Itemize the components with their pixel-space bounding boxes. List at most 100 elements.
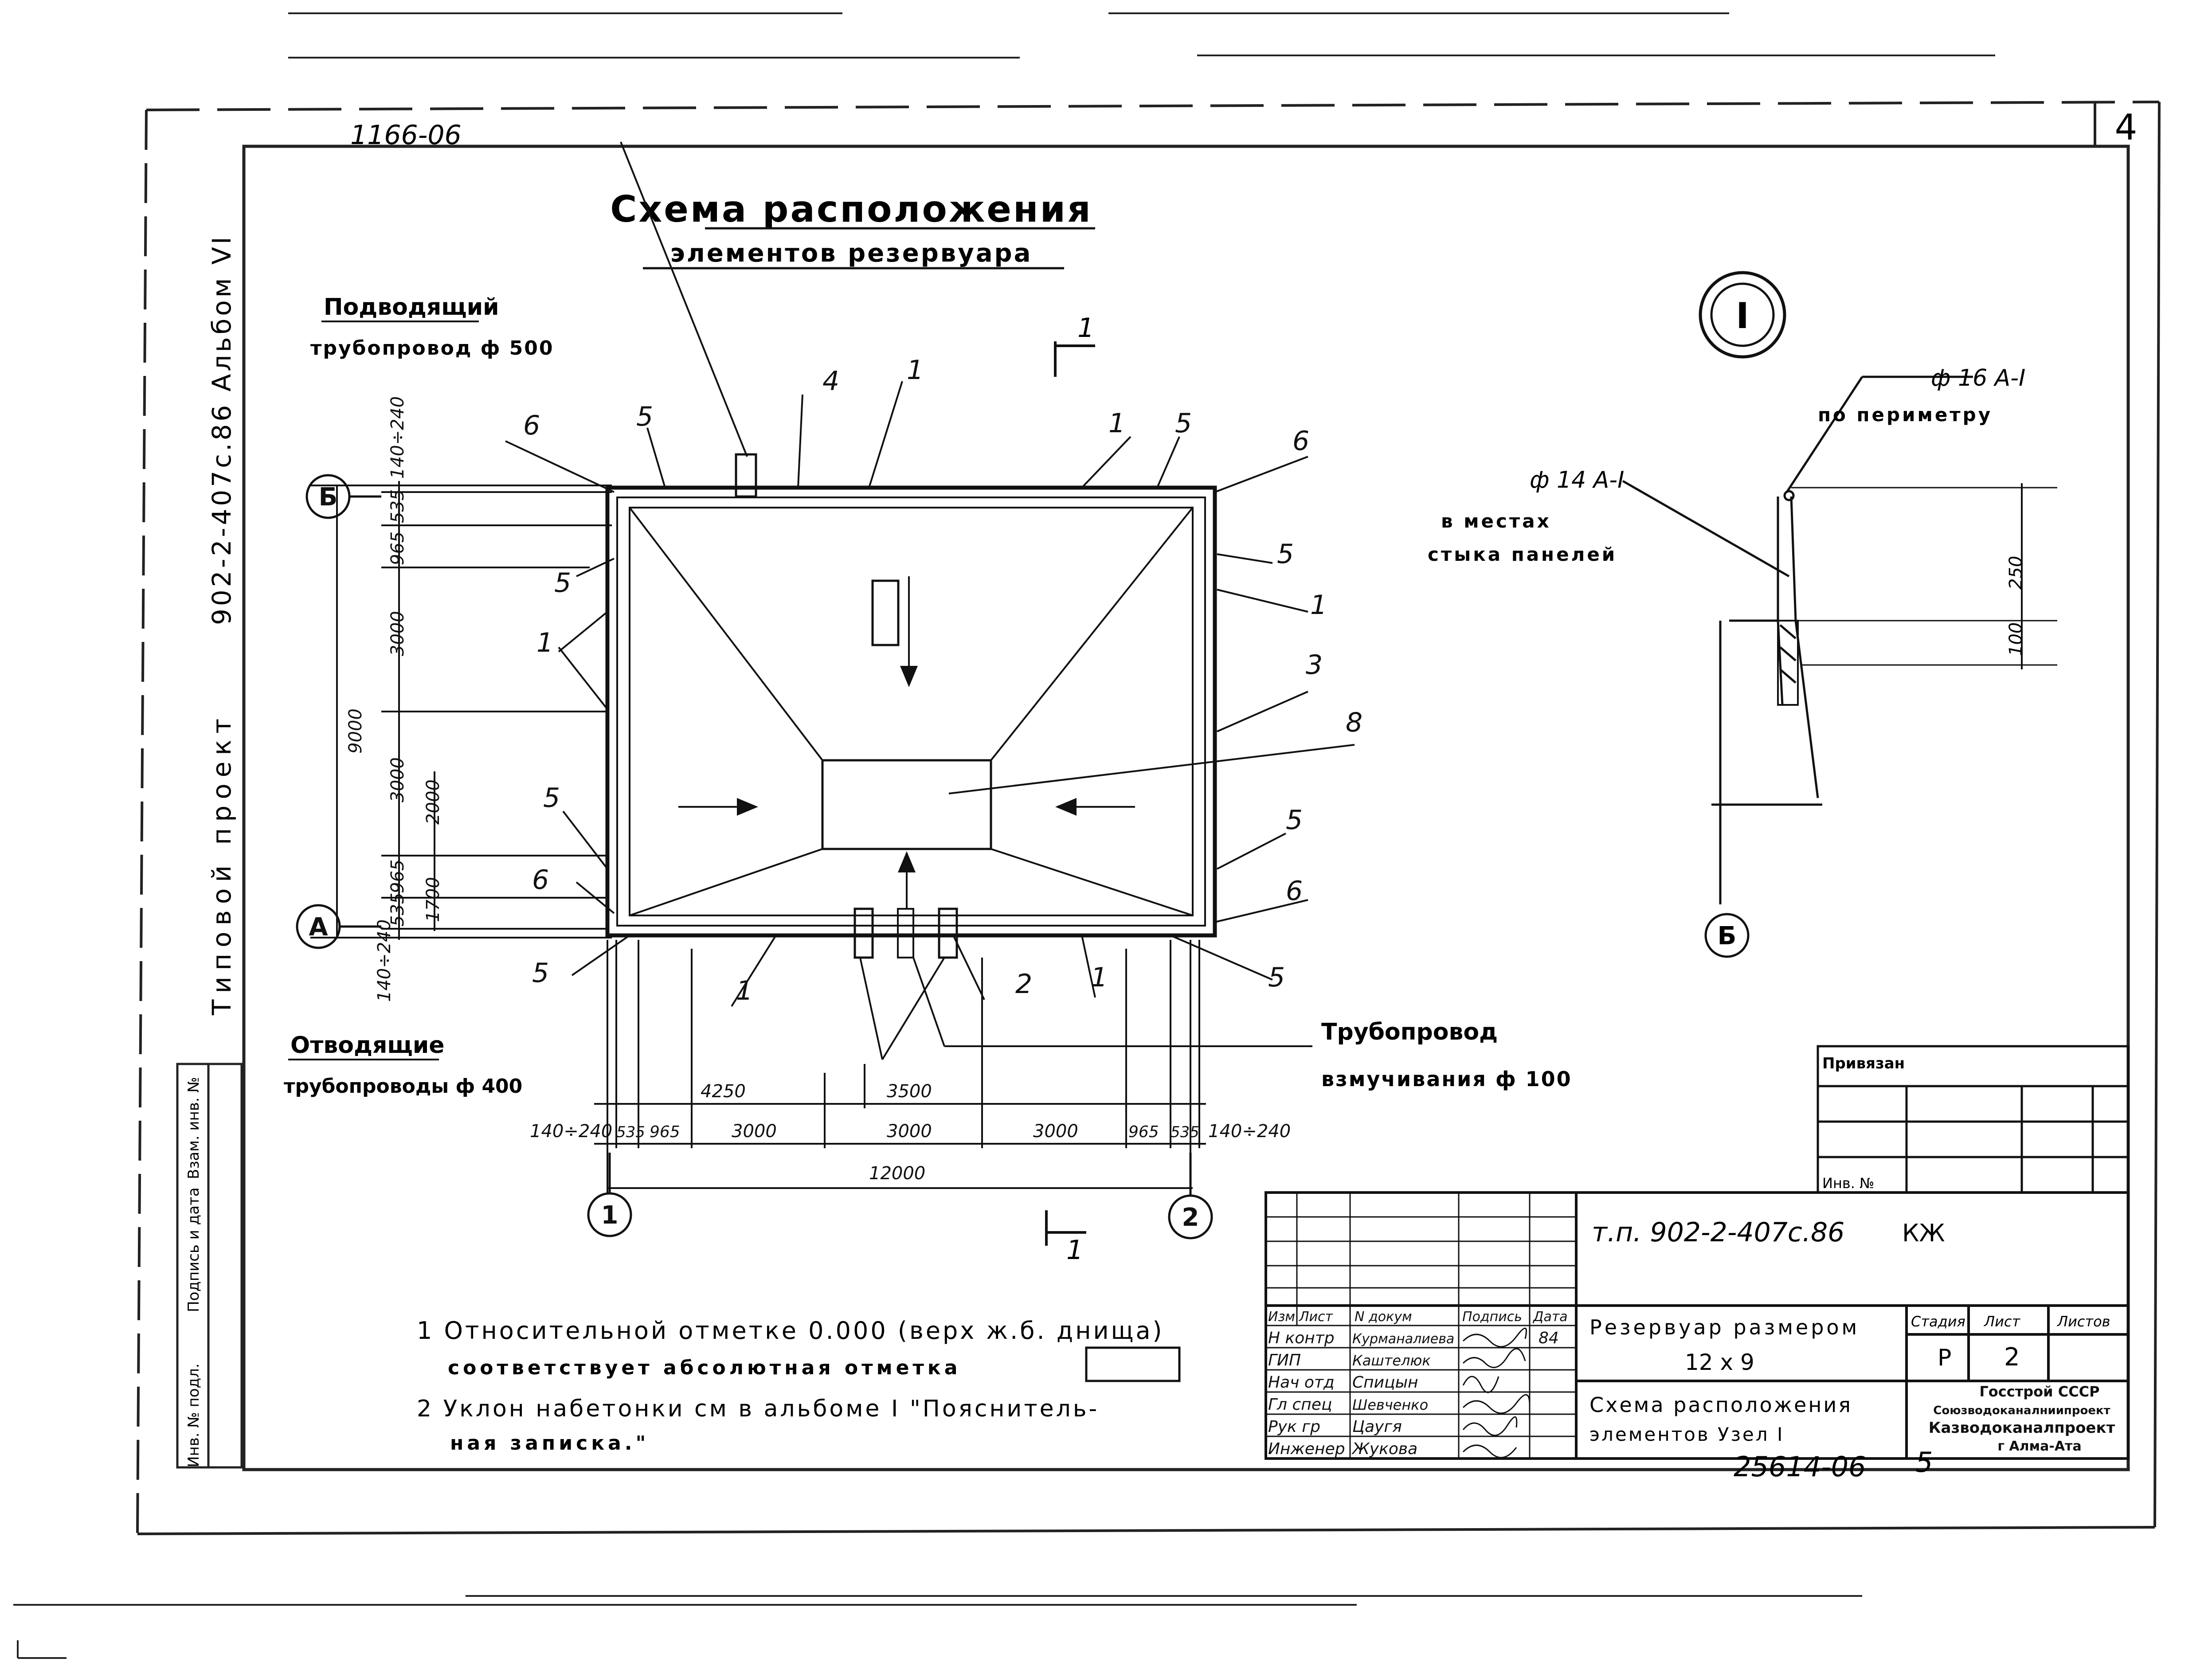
node-detail <box>1622 271 2057 958</box>
left-inner-1: 2000 <box>423 779 443 825</box>
axis-row-top: Б <box>319 483 338 512</box>
stamp-sheet-hdr: Лист <box>1984 1313 2020 1330</box>
archive-sheet: 5 <box>1915 1446 1933 1478</box>
scan-marks <box>13 12 1995 1659</box>
axis-col-right: 2 <box>1182 1203 1199 1232</box>
bottom-dim-8: 535 <box>1171 1123 1199 1141</box>
pos-4: 4 <box>822 366 839 397</box>
note-1b: соответствует абсолютная отметка <box>448 1357 961 1379</box>
agitation-pipe-line2: взмучивания ф 100 <box>1321 1067 1572 1091</box>
bottom-dim-total: 12000 <box>869 1163 925 1184</box>
node-rebar-mid-note1: в местах <box>1441 510 1551 532</box>
bottom-dim-7: 965 <box>1128 1123 1159 1141</box>
stamp-role-4: Гл спец <box>1268 1396 1332 1414</box>
binding-inv: Инв. № <box>1822 1175 1874 1192</box>
stamp-object-line2: 12 x 9 <box>1685 1349 1754 1375</box>
stamp-role-3: Нач отд <box>1268 1373 1335 1392</box>
pos-6: 6 <box>1286 876 1303 907</box>
stamp-org-4: г Алма-Ата <box>1997 1439 2081 1454</box>
pos-1: 1 <box>1310 590 1327 621</box>
side-col-3: Взам. инв. № <box>185 1077 203 1179</box>
left-dim-2: 535 <box>388 489 408 523</box>
left-dim-4: 3000 <box>388 611 408 656</box>
bottom-dim-9: 140÷240 <box>1208 1121 1291 1142</box>
stamp-object-line1: Резервуар размером <box>1590 1315 1860 1339</box>
axis-row-bottom: А <box>309 913 328 942</box>
stamp-name-2: Каштелюк <box>1352 1352 1431 1369</box>
stamp-hdr-izm: Изм <box>1268 1309 1295 1325</box>
absolute-mark-box <box>1085 1346 1181 1382</box>
bottom-dim-6: 3000 <box>1033 1121 1078 1142</box>
stamp-name-3: Спицын <box>1352 1373 1418 1392</box>
left-dim-3: 965 <box>388 532 408 565</box>
side-col-2: Подпись и дата <box>185 1187 203 1312</box>
binding-box <box>1817 1045 2130 1194</box>
left-dim-8: 140÷240 <box>374 919 395 1002</box>
pos-6: 6 <box>1292 426 1309 457</box>
stamp-org-3: Казводоканалпроект <box>1929 1419 2115 1437</box>
section-marks <box>1045 341 1095 1246</box>
stamp-name-6: Жукова <box>1351 1440 1417 1458</box>
section-mark-bottom: 1 <box>1066 1235 1083 1266</box>
pos-5: 5 <box>1286 805 1303 836</box>
pos-5: 5 <box>543 782 560 813</box>
left-dim-6: 965 <box>388 860 408 893</box>
pos-1: 1 <box>1108 408 1125 439</box>
node-rebar-top: ф 16 А-I <box>1931 365 2025 391</box>
stamp-sheet-line2: элементов Узел I <box>1590 1423 1784 1445</box>
bottom-dim-5: 3000 <box>887 1121 932 1142</box>
outlet-pipe-line2: трубопроводы ф 400 <box>284 1075 522 1098</box>
drawing-title-line1: Схема расположения <box>610 188 1092 231</box>
position-leaders <box>505 141 1355 1060</box>
bottom-upper-1: 4250 <box>701 1081 746 1102</box>
drawing-title-line2: элементов резервуара <box>670 239 1033 268</box>
bottom-upper-2: 3500 <box>887 1081 932 1102</box>
title-block <box>1265 1191 2130 1460</box>
inlet-pipe-line1: Подводящий <box>324 294 499 321</box>
reservoir-plan <box>605 453 1217 959</box>
bottom-dimension-chain <box>594 940 1206 1193</box>
stamp-date: 84 <box>1539 1329 1559 1347</box>
agitation-pipe-line1: Трубопровод <box>1321 1019 1498 1045</box>
outlet-pipe-line1: Отводящие <box>290 1032 445 1059</box>
node-label: I <box>1736 295 1749 336</box>
note-2b: ная записка." <box>450 1432 649 1455</box>
stamp-hdr-sign: Подпись <box>1462 1309 1522 1325</box>
pos-1: 1 <box>536 627 553 658</box>
stamp-org-1: Госстрой СССР <box>1979 1383 2099 1400</box>
node-axis: Б <box>1718 922 1737 950</box>
left-strip <box>176 1063 243 1469</box>
node-dim-250: 250 <box>2006 556 2026 590</box>
left-dim-1: 140÷240 <box>388 396 408 479</box>
pos-5: 5 <box>636 401 653 432</box>
left-dimension-chain <box>310 481 612 940</box>
pos-5: 5 <box>532 958 549 989</box>
bottom-dim-2: 535 <box>616 1123 645 1141</box>
stamp-name-5: Цаугя <box>1352 1418 1402 1436</box>
stamp-role-1: Н контр <box>1268 1329 1335 1347</box>
stamp-hdr-date: Дата <box>1532 1309 1568 1325</box>
stamp-role-6: Инженер <box>1268 1440 1345 1458</box>
pos-2: 2 <box>1015 969 1032 1000</box>
pos-8: 8 <box>1346 707 1362 738</box>
stamp-mark: КЖ <box>1902 1219 1945 1247</box>
stamp-sheet: 2 <box>2004 1343 2020 1372</box>
stamp-stage-hdr: Стадия <box>1911 1313 1965 1330</box>
sheet-corner-number: 4 <box>2115 107 2138 148</box>
pos-1: 1 <box>1091 962 1108 993</box>
stamp-sheets-hdr: Листов <box>2057 1313 2110 1330</box>
pos-5: 5 <box>1175 408 1192 439</box>
stamp-name-1: Курманалиева <box>1352 1331 1454 1347</box>
note-2a: 2 Уклон набетонки см в альбоме I "Поясни… <box>417 1396 1099 1422</box>
left-inner-2: 1700 <box>423 877 443 922</box>
stamp-grid <box>1266 1193 1576 1459</box>
pos-1: 1 <box>907 355 924 386</box>
bottom-dim-4: 3000 <box>732 1121 777 1142</box>
stamp-code: т.п. 902-2-407с.86 <box>1592 1217 1844 1248</box>
pos-5: 5 <box>1277 539 1294 570</box>
pos-6: 6 <box>532 864 549 896</box>
left-dim-7: 535 <box>388 893 408 927</box>
stamp-hdr-doc: N докум <box>1355 1309 1412 1325</box>
node-rebar-top-note: по периметру <box>1818 404 1993 426</box>
pos-3: 3 <box>1306 649 1323 680</box>
